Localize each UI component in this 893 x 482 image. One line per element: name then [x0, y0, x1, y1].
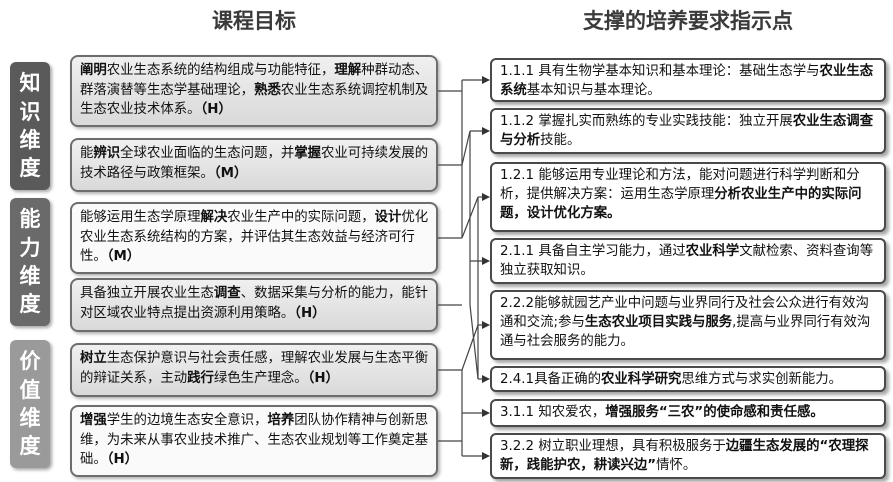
- bold-text: 增强服务“三农”的使命感和责任感。: [605, 405, 824, 420]
- text: 技能。: [540, 133, 581, 148]
- bold-text: 辨识: [93, 146, 121, 161]
- category-char: 力: [19, 235, 41, 260]
- text: 农业生态系统的结构组成与功能特征，: [106, 63, 335, 78]
- support-box-3-1-1: 3.1.1 知农爱农，增强服务“三农”的使命感和责任感。: [490, 399, 886, 427]
- bold-text: 农业生态调查与分析: [500, 114, 874, 148]
- text: 3.1.1 知农爱农，: [500, 405, 606, 420]
- support-box-1-1-1: 1.1.1 具有生物学基本知识和基本理论：基础生态学与农业生态系统基本知识与基本…: [490, 58, 886, 102]
- bold-text: 培养: [267, 413, 295, 428]
- text: 全球农业面临的生态问题，并: [120, 146, 295, 161]
- text: 生态保护意识与社会责任感，理解农业发展与生态平衡的辩证关系，主动: [80, 351, 429, 386]
- bold-text: （H）: [200, 102, 232, 117]
- connector-link-d: [461, 324, 479, 371]
- category-char: 知: [19, 71, 41, 96]
- text: 文献检索、资料查询等独立获取知识。: [500, 244, 874, 278]
- category-char: 维: [19, 264, 41, 288]
- bold-text: 践行: [187, 370, 214, 386]
- text: 绿色生产理念。: [213, 370, 308, 386]
- category-char: 维: [19, 128, 41, 152]
- text: 具备独立开展农业生态: [80, 286, 214, 301]
- bold-text: 掌握: [294, 146, 322, 161]
- text: 情怀。: [656, 458, 697, 473]
- bold-text: （H）: [294, 305, 326, 321]
- goal-box-4: 具备独立开展农业生态调查、数据采集与分析的能力，能针对区域农业特点提出资源利用策…: [70, 278, 438, 332]
- bold-text: 树立: [80, 351, 107, 366]
- text: 思维方式与求实创新能力。: [681, 372, 843, 387]
- connector-link-b: [461, 196, 479, 239]
- goal-box-5: 树立生态保护意识与社会责任感，理解农业发展与生态平衡的辩证关系，主动践行绿色生产…: [70, 343, 438, 397]
- text: 优化农业生态系统结构的方案，并评估其生态效益与经济可行性。: [80, 210, 429, 264]
- goal-box-6: 增强学生的边境生态安全意识，培养团队协作精神与创新思维，为未来从事农业技术推广、…: [70, 405, 438, 477]
- category-char: 度: [19, 292, 41, 317]
- support-box-2-4-1: 2.4.1具备正确的农业科学研究思维方式与求实创新能力。: [490, 366, 886, 392]
- bold-text: 解决: [200, 210, 228, 225]
- text: 3.2.2 树立职业理想，具有积极服务于: [500, 439, 726, 454]
- category-char: 度: [19, 156, 41, 181]
- text: 基本知识与基本理论。: [526, 83, 661, 98]
- goal-box-3: 能够运用生态学原理解决农业生产中的实际问题，设计优化农业生态系统结构的方案，并评…: [70, 202, 438, 274]
- bold-text: 农业生态系统: [500, 64, 874, 98]
- bold-text: 阐明: [80, 63, 107, 78]
- bold-text: 理解: [334, 63, 362, 78]
- bold-text: 设计: [374, 210, 402, 225]
- text: 农业可持续发展的技术路径与政策框架。: [80, 146, 429, 181]
- category-char: 维: [19, 406, 41, 430]
- text: 2.1.1 具备自主学习能力，通过: [500, 244, 686, 259]
- category-char: 值: [19, 377, 41, 402]
- text: 1.2.1 能够运用专业理论和方法，能对问题进行科学判断和分析，提供解决方案：运…: [500, 168, 860, 202]
- text: 2.2.2能够就园艺产业中问题与业界同行及社会公众进行有效沟通和交流;参与: [500, 296, 869, 330]
- category-value: 价值维度: [10, 340, 50, 468]
- bold-text: 增强: [80, 413, 107, 428]
- goal-box-2: 能辨识全球农业面临的生态问题，并掌握农业可持续发展的技术路径与政策框架。（M）: [70, 138, 438, 192]
- support-box-1-2-1: 1.2.1 能够运用专业理论和方法，能对问题进行科学判断和分析，提供解决方案：运…: [490, 162, 886, 232]
- bold-text: 分析农业生产中的实际问题，设计优化方案。: [500, 187, 862, 221]
- text: 农业生态系统调控机制及生态农业技术体系。: [80, 82, 429, 118]
- bold-text: 调查: [213, 286, 241, 301]
- category-ability: 能力维度: [10, 198, 50, 326]
- text: 农业生产中的实际问题，: [227, 210, 375, 225]
- bold-text: 农业科学研究: [601, 372, 682, 387]
- category-knowledge: 知识维度: [10, 62, 50, 190]
- bold-text: （H）: [106, 452, 139, 467]
- support-box-2-2-2: 2.2.2能够就园艺产业中问题与业界同行及社会公众进行有效沟通和交流;参与生态农…: [490, 290, 886, 360]
- category-char: 能: [19, 207, 41, 232]
- bold-text: 熟悉: [254, 82, 281, 98]
- text: 1.1.1 具有生物学基本知识和基本理论：基础生态学与: [500, 64, 820, 79]
- goals-header: 课程目标: [212, 9, 296, 33]
- text: 能: [80, 146, 94, 161]
- text: 团队协作精神与创新思维，为未来从事农业技术推广、生态农业规划等工作奠定基础。: [80, 413, 429, 467]
- text: 1.1.2 掌握扎实而熟练的专业实践技能：独立开展: [500, 114, 793, 129]
- text: 能够运用生态学原理: [80, 210, 201, 225]
- goal-box-1: 阐明农业生态系统的结构组成与功能特征，理解种群动态、群落演替等生态学基础理论，熟…: [70, 55, 438, 127]
- bold-text: 农业科学: [685, 244, 740, 259]
- text: 种群动态、群落演替等生态学基础理论，: [80, 63, 429, 98]
- text: 学生的边境生态安全意识，: [106, 413, 268, 428]
- category-char: 识: [19, 99, 41, 124]
- bold-text: 生态农业项目实践与服务: [584, 315, 733, 330]
- connector-link-a: [461, 130, 471, 166]
- bold-text: （H）: [307, 370, 339, 386]
- text: 2.4.1具备正确的: [500, 372, 602, 387]
- support-box-1-1-2: 1.1.2 掌握扎实而熟练的专业实践技能：独立开展农业生态调查与分析技能。: [490, 108, 886, 154]
- category-char: 度: [19, 434, 41, 459]
- connector-link-c: [469, 304, 479, 380]
- bold-text: （M）: [106, 249, 141, 264]
- support-box-3-2-2: 3.2.2 树立职业理想，具有积极服务于边疆生态发展的“农理探新，践能护农，耕读…: [490, 433, 886, 479]
- text: ,提高与业界同行有效沟通与社会服务的能力。: [500, 315, 871, 349]
- support-box-2-1-1: 2.1.1 具备自主学习能力，通过农业科学文献检索、资料查询等独立获取知识。: [490, 238, 886, 284]
- text: 、数据采集与分析的能力，能针对区域农业特点提出资源利用策略。: [80, 286, 429, 321]
- bold-text: 边疆生态发展的“农理探新，践能护农，耕读兴边”: [500, 439, 869, 473]
- bold-text: （M）: [213, 165, 248, 181]
- supports-header: 支撑的培养要求指示点: [583, 9, 793, 33]
- category-char: 价: [19, 349, 41, 374]
